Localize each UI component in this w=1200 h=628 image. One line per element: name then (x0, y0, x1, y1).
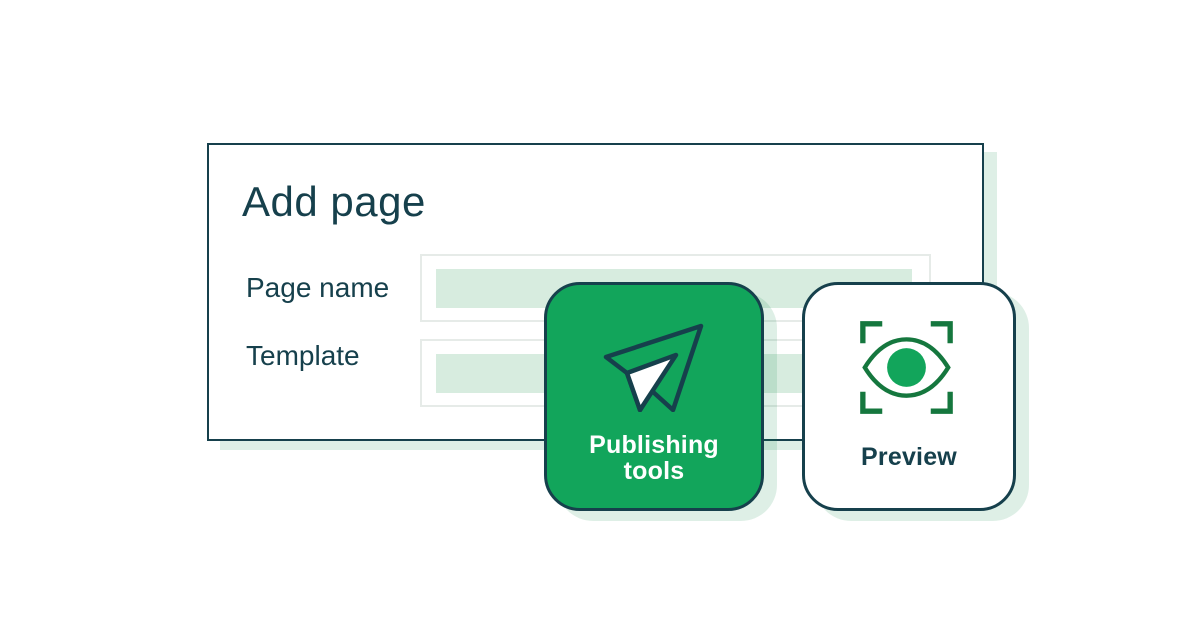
template-label: Template (246, 340, 360, 371)
publishing-tools-card[interactable]: Publishing tools (544, 282, 764, 511)
paper-plane-icon (603, 323, 704, 412)
publishing-tools-label: Publishing tools (547, 432, 761, 484)
preview-label: Preview (861, 443, 957, 471)
publishing-tools-label-line2: tools (623, 457, 685, 485)
preview-card[interactable]: Preview (802, 282, 1016, 511)
page-name-label: Page name (246, 272, 390, 303)
publishing-tools-label-line1: Publishing (589, 431, 719, 459)
dialog-title: Add page (242, 178, 426, 225)
eye-preview-icon (860, 321, 953, 414)
